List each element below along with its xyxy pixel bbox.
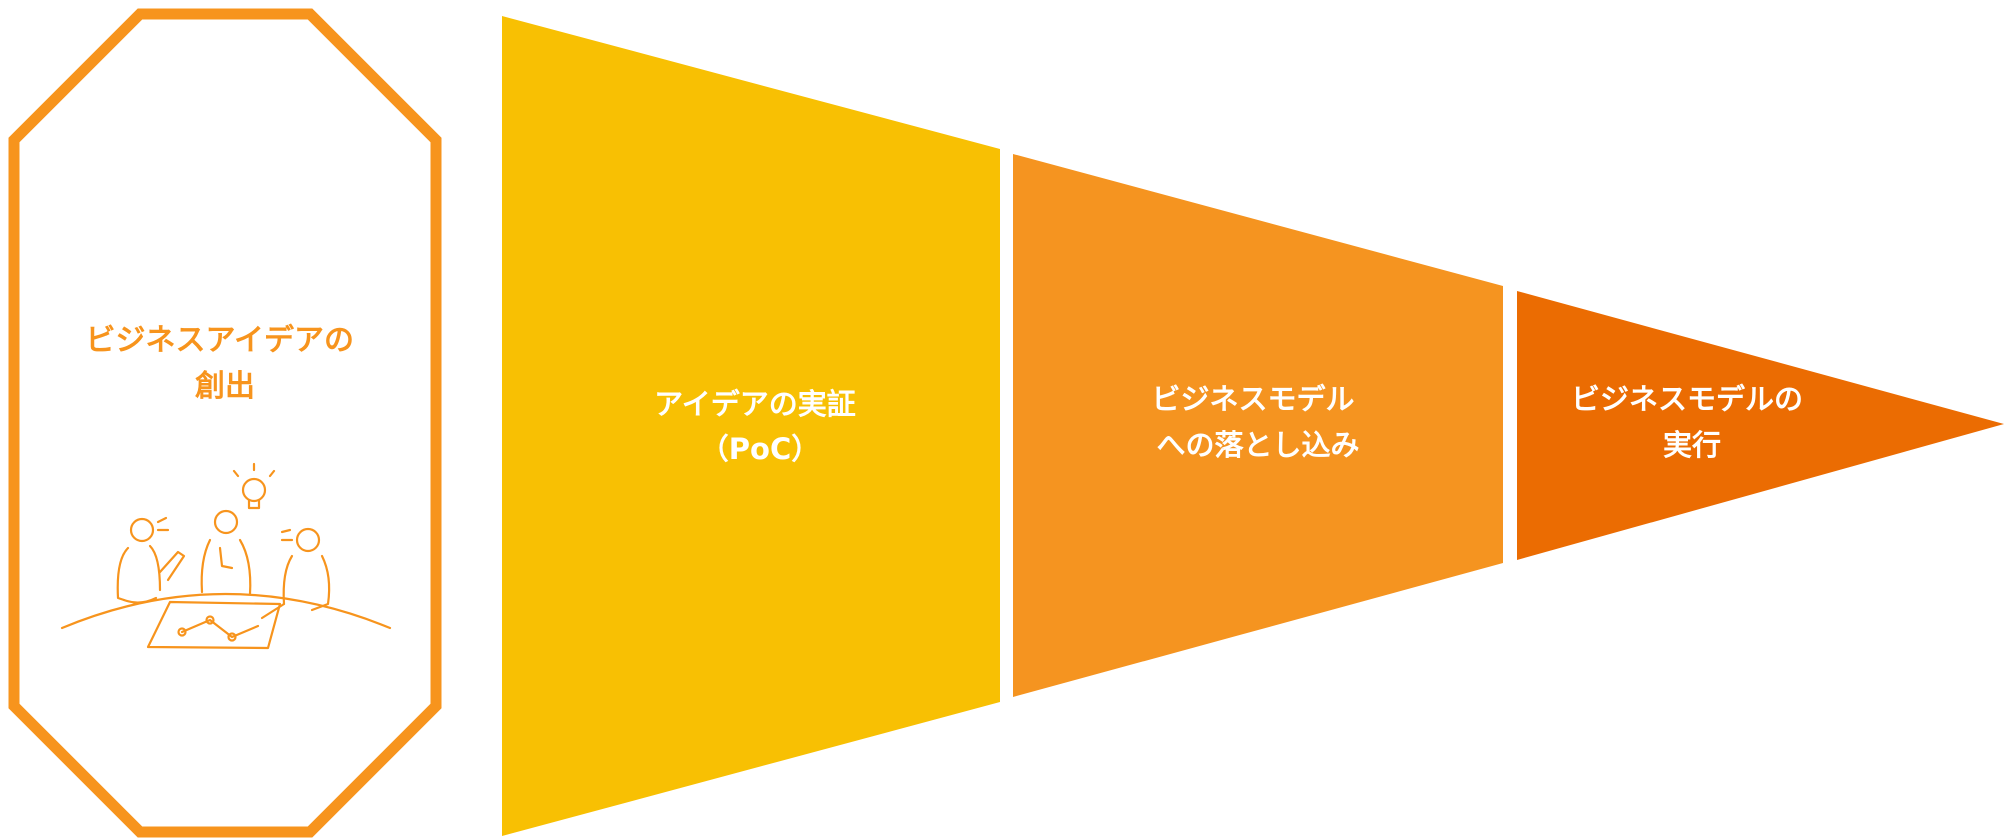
stage-3-segment xyxy=(1013,154,1503,697)
brainstorm-meeting-illustration xyxy=(60,462,392,650)
stage-3-label-line-2: への落とし込み xyxy=(1156,428,1359,462)
stage-4-label: ビジネスモデルの 実行 xyxy=(1571,382,1813,462)
stage-3-label: ビジネスモデル への落とし込み xyxy=(1151,382,1364,462)
stage-2-label-line-2: （PoC） xyxy=(700,432,820,466)
stage-3-label-line-1: ビジネスモデル xyxy=(1151,382,1354,416)
stage-2-label-line-1: アイデアの実証 xyxy=(654,387,856,421)
stage-1-label-line-1: ビジネスアイデアの xyxy=(86,323,355,358)
stage-4-label-line-1: ビジネスモデルの xyxy=(1571,382,1803,416)
stage-2-label: アイデアの実証 （PoC） xyxy=(654,387,866,466)
stage-1-label-line-2: 創出 xyxy=(195,369,255,404)
stage-4-segment xyxy=(1517,291,2004,560)
stage-1-label: ビジネスアイデアの 創出 xyxy=(86,323,365,404)
stage-4-label-line-2: 実行 xyxy=(1663,428,1721,462)
stage-2-segment xyxy=(502,16,1000,836)
stage-1-octagon xyxy=(8,8,442,838)
